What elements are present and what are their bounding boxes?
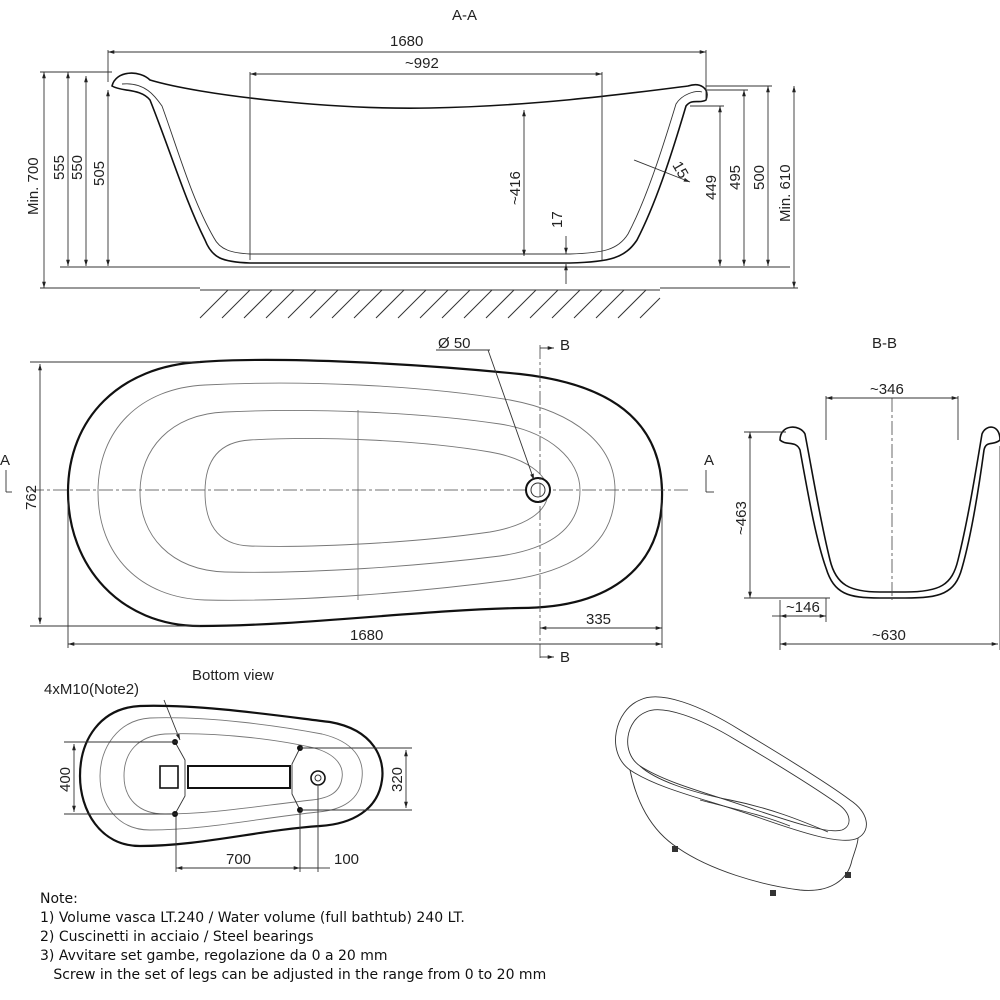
notes-line-2: 2) Cuscinetti in acciaio / Steel bearing…	[40, 929, 314, 945]
section-aa-view: A-A 1680 ~992 Mi	[25, 7, 798, 319]
dim-bottom-700: 700	[226, 851, 251, 868]
dim-min-700: Min. 700	[25, 157, 42, 215]
iso-body	[629, 769, 859, 891]
iso-leg	[845, 872, 851, 878]
dim-bottom-100: 100	[334, 851, 359, 868]
dim-inner-length: ~992	[405, 55, 439, 72]
bottom-drain-icon	[310, 770, 326, 786]
notes-block: Note: 1) Volume vasca LT.240 / Water vol…	[40, 890, 546, 985]
section-bb-view: B-B ~346 ~463 ~146 ~630	[733, 335, 1000, 650]
section-aa-title: A-A	[452, 7, 477, 24]
iso-rim-inner	[627, 709, 850, 832]
notes-line-4: Screw in the set of legs can be adjusted…	[40, 967, 547, 983]
dim-drain-offset: 335	[586, 611, 611, 628]
top-view-contour-outer	[97, 382, 616, 601]
leg-rail-right	[291, 747, 301, 811]
drain-icon	[525, 477, 551, 503]
dim-min-610: Min. 610	[777, 164, 794, 222]
dim-bottom-320: 320	[389, 767, 406, 792]
section-a-label-right: A	[704, 452, 714, 469]
section-bb-title: B-B	[872, 335, 897, 352]
iso-leg	[770, 890, 776, 896]
dim-bb-base: ~146	[786, 599, 820, 616]
top-view: Ø 50 B B A A 762 1680 335	[0, 335, 714, 666]
dim-500: 500	[751, 165, 768, 190]
notes-line-1: 1) Volume vasca LT.240 / Water volume (f…	[40, 910, 465, 926]
dim-width: 762	[23, 485, 40, 510]
section-bb-profile	[779, 426, 1000, 599]
iso-rim-outer	[615, 696, 867, 841]
dim-top-length: 1680	[350, 627, 383, 644]
dim-wall: 15	[669, 159, 692, 182]
isometric-view	[615, 696, 867, 896]
top-view-contour-mid	[139, 410, 581, 573]
ground-hatch	[199, 289, 661, 319]
dim-550: 550	[69, 155, 86, 180]
dim-drain: Ø 50	[438, 335, 471, 352]
section-b-label-top: B	[560, 337, 570, 354]
dim-depth: ~416	[507, 171, 524, 205]
bottom-view-title: Bottom view	[192, 667, 274, 684]
bottom-pad	[159, 765, 179, 789]
section-aa-tub-profile	[111, 72, 708, 264]
dim-449: 449	[703, 175, 720, 200]
iso-leg	[672, 846, 678, 852]
section-b-label-bottom: B	[560, 649, 570, 666]
notes-line-3: 3) Avvitare set gambe, regolazione da 0 …	[40, 948, 388, 964]
bottom-view: Bottom view 4xM10(Note2) 400 320 700	[44, 667, 412, 872]
dim-555: 555	[51, 155, 68, 180]
dim-bottom-400: 400	[57, 767, 74, 792]
bottom-plate	[187, 765, 291, 789]
bottom-view-outline	[78, 704, 384, 848]
dim-505: 505	[91, 161, 108, 186]
leg-rail-left	[174, 741, 186, 815]
top-view-contour-inner	[204, 438, 549, 547]
dim-bb-width: ~630	[872, 627, 906, 644]
section-a-label-left: A	[0, 452, 10, 469]
dim-bottom: 17	[549, 211, 566, 228]
dim-bb-depth: ~463	[733, 501, 750, 535]
dim-495: 495	[727, 165, 744, 190]
top-view-outline	[66, 358, 664, 628]
dim-length: 1680	[390, 33, 423, 50]
bottom-view-note-label: 4xM10(Note2)	[44, 681, 139, 698]
dim-bb-top: ~346	[870, 381, 904, 398]
notes-heading: Note:	[40, 891, 78, 907]
section-aa-inner-wall	[121, 83, 703, 255]
